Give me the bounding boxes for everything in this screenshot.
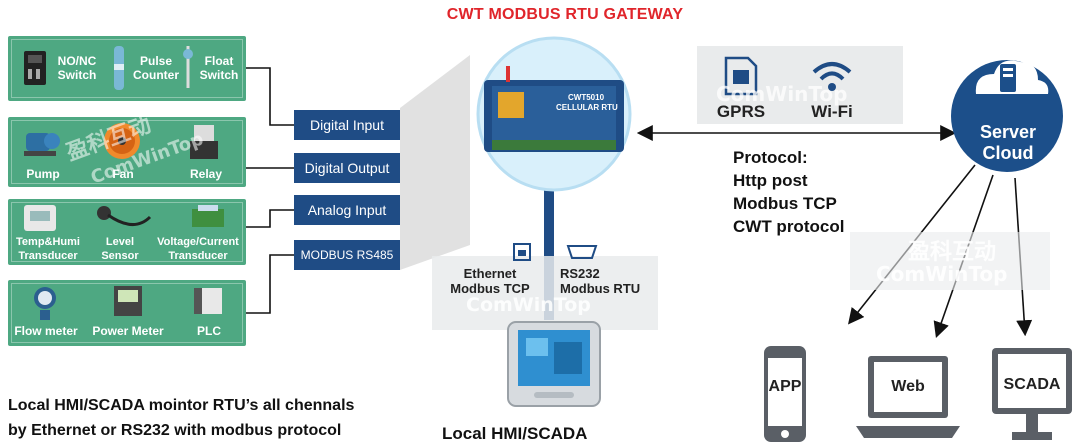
app-label: APP <box>768 378 802 395</box>
device-label-temp: Temp&Humi Transducer <box>16 236 80 262</box>
io-modbus-rs485: MODBUS RS485 <box>294 240 400 270</box>
ethernet-port-icon <box>513 243 531 261</box>
device-group-meters: Flow meter Power Meter PLC <box>8 280 246 346</box>
io-digital-input: Digital Input <box>294 110 400 140</box>
gateway-name: CELLULAR RTU <box>556 103 618 112</box>
float-switch-icon <box>183 46 193 88</box>
web-label: Web <box>891 378 925 395</box>
device-label-pump: Pump <box>26 167 60 181</box>
ethernet-label: Ethernet Modbus TCP <box>450 266 530 296</box>
device-label-pulse: Pulse Counter <box>133 54 179 82</box>
device-label-fan: Fan <box>112 167 134 181</box>
device-group-actuators: Pump Fan Relay <box>8 117 246 187</box>
device-label-plc: PLC <box>197 324 221 338</box>
io-analog-input: Analog Input <box>294 195 400 225</box>
device-label-power: Power Meter <box>92 324 164 338</box>
hmi-panel-icon <box>507 321 601 407</box>
rs232-port-icon <box>566 245 598 259</box>
flow-meter-icon <box>34 287 56 320</box>
protocol-item: Modbus TCP <box>733 194 837 213</box>
protocol-heading: Protocol: <box>733 148 808 167</box>
wifi-icon <box>812 62 852 91</box>
endpoint-watermark-panel <box>850 232 1050 290</box>
io-digital-output: Digital Output <box>294 153 400 183</box>
device-group-sensors: Temp&Humi Transducer Level Sensor Voltag… <box>8 199 246 265</box>
device-label-flow: Flow meter <box>14 324 78 338</box>
sim-card-icon <box>724 56 758 96</box>
relay-icon <box>190 125 218 159</box>
transducer-icon <box>192 205 224 227</box>
device-label-nonc: NO/NC Switch <box>57 54 97 82</box>
protocol-item: CWT protocol <box>733 217 845 236</box>
note-line: Local HMI/SCADA mointor RTU’s all chenna… <box>8 397 355 414</box>
device-label-level: Level Sensor <box>101 236 139 262</box>
device-label-voltage: Voltage/Current Transducer <box>157 236 239 262</box>
hmi-label: Local HMI/SCADA <box>442 424 588 443</box>
rs232-label: RS232 Modbus RTU <box>560 266 641 296</box>
protocol-item: Http post <box>733 171 808 190</box>
diagram-title: CWT MODBUS RTU GATEWAY <box>446 6 684 23</box>
pump-icon <box>24 133 60 156</box>
gateway-model: CWT5010 <box>568 93 605 102</box>
gateway-halo <box>476 36 632 192</box>
laptop-icon <box>856 356 960 438</box>
device-label-relay: Relay <box>189 167 223 181</box>
plc-icon <box>194 288 222 314</box>
fan-icon <box>104 123 140 159</box>
power-meter-icon <box>114 286 142 316</box>
level-sensor-icon <box>97 206 152 226</box>
device-group-switches: NO/NC Switch Pulse Counter Float Switch <box>8 36 246 101</box>
scada-label: SCADA <box>1003 376 1061 393</box>
note-line: by Ethernet or RS232 with modbus protoco… <box>8 422 342 439</box>
gprs-label: GPRS <box>716 102 766 121</box>
pulse-counter-icon <box>114 46 124 90</box>
temp-humidity-icon <box>24 205 56 231</box>
local-connection-panel <box>432 256 658 330</box>
local-monitor-note: Local HMI/SCADA mointor RTU’s all chenna… <box>8 393 354 443</box>
phone-icon <box>764 346 806 442</box>
device-label-float: Float Switch <box>199 54 239 82</box>
relay-switch-icon <box>24 51 46 85</box>
monitor-icon <box>992 348 1072 440</box>
server-cloud-icon <box>951 60 1063 172</box>
protocol-list: Protocol: Http post Modbus TCP CWT proto… <box>733 146 844 238</box>
wifi-label: Wi-Fi <box>811 102 853 121</box>
server-cloud-label: Server Cloud <box>979 122 1037 163</box>
